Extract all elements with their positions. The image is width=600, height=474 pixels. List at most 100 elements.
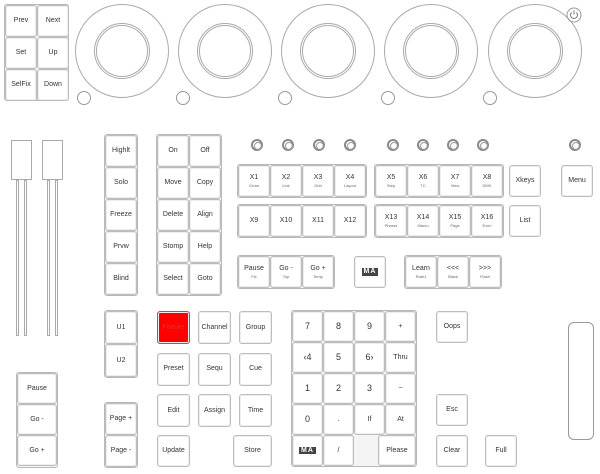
jog-wheel[interactable] [568, 322, 594, 440]
key-u1[interactable]: U1 [105, 311, 137, 344]
key-learn-group[interactable]: <<<Black [437, 256, 469, 288]
keypad-key[interactable]: At [385, 404, 416, 435]
fader-1-track[interactable] [24, 180, 27, 336]
keypad-key[interactable]: 0 [292, 404, 323, 435]
list-button[interactable]: List [509, 205, 541, 237]
set-button[interactable]: Set [5, 37, 37, 69]
executor-knob[interactable] [387, 139, 399, 151]
executor-knob[interactable] [251, 139, 263, 151]
fader-2-track[interactable] [55, 180, 58, 336]
keypad-key[interactable]: 9 [354, 311, 385, 342]
selfix-button[interactable]: SelFix [5, 69, 37, 101]
key-delete[interactable]: Delete [157, 199, 189, 231]
key-prvw[interactable]: Prvw [105, 231, 137, 263]
esc-button[interactable]: Esc [436, 394, 468, 426]
key-u2[interactable]: U2 [105, 344, 137, 377]
menu-button[interactable]: Menu [561, 165, 593, 197]
oops-button[interactable]: Oops [436, 311, 468, 343]
clear-button[interactable]: Clear [436, 435, 468, 467]
keypad-key[interactable]: . [323, 404, 354, 435]
executor-knob[interactable] [417, 139, 429, 151]
encoder-1[interactable] [75, 4, 169, 98]
page-up-button[interactable]: Page + [105, 403, 137, 435]
key-on[interactable]: On [157, 135, 189, 167]
keypad-key[interactable]: − [385, 373, 416, 404]
encoder-knob[interactable] [300, 23, 356, 79]
keypad-key[interactable]: 2 [323, 373, 354, 404]
full-button[interactable]: Full [485, 435, 517, 467]
key-select[interactable]: Select [157, 263, 189, 295]
key-assign[interactable]: Assign [198, 394, 231, 427]
key-highlt[interactable]: Highlt [105, 135, 137, 167]
key-x12[interactable]: X12 [334, 205, 366, 237]
key-freeze[interactable]: Freeze [105, 199, 137, 231]
update-button[interactable]: Update [157, 435, 190, 467]
encoder-knob[interactable] [94, 23, 150, 79]
fader-2-handle[interactable] [42, 140, 63, 180]
down-button[interactable]: Down [37, 69, 69, 101]
key-help[interactable]: Help [189, 231, 221, 263]
key-left-playback[interactable]: Pause [17, 373, 57, 404]
next-button[interactable]: Next [37, 5, 69, 37]
key-left-playback[interactable]: Go - [17, 404, 57, 435]
key-learn-group[interactable]: >>>Flash [469, 256, 501, 288]
key-goto[interactable]: Goto [189, 263, 221, 295]
encoder-5[interactable] [488, 4, 582, 98]
keypad-key[interactable]: + [385, 311, 416, 342]
keypad-ma-button[interactable]: MA [292, 435, 323, 466]
encoder-button-4[interactable] [381, 91, 395, 105]
encoder-4[interactable] [384, 4, 478, 98]
key-cue[interactable]: Cue [239, 352, 272, 386]
key-channel[interactable]: Channel [198, 311, 231, 344]
key-preset[interactable]: Preset [157, 352, 190, 386]
encoder-3[interactable] [281, 4, 375, 98]
key-sequ[interactable]: Sequ [198, 352, 231, 386]
ma-button[interactable]: MA [354, 256, 386, 288]
key-x11[interactable]: X11 [302, 205, 334, 237]
encoder-button-5[interactable] [483, 91, 497, 105]
please-button[interactable]: Please [378, 435, 416, 466]
key-move[interactable]: Move [157, 167, 189, 199]
page-down-button[interactable]: Page - [105, 435, 137, 467]
fader-1-handle[interactable] [11, 140, 32, 180]
prev-button[interactable]: Prev [5, 5, 37, 37]
key-copy[interactable]: Copy [189, 167, 221, 199]
encoder-button-2[interactable] [176, 91, 190, 105]
executor-knob[interactable] [313, 139, 325, 151]
key-edit[interactable]: Edit [157, 394, 190, 427]
keypad-key[interactable]: If [354, 404, 385, 435]
keypad-key[interactable]: 5 [323, 342, 354, 373]
keypad-key[interactable]: Thru [385, 342, 416, 373]
key-fixture[interactable]: Fixture [157, 311, 190, 344]
encoder-button-3[interactable] [278, 91, 292, 105]
up-button[interactable]: Up [37, 37, 69, 69]
encoder-button-1[interactable] [77, 91, 91, 105]
fader-2-track[interactable] [47, 180, 50, 336]
key-playback[interactable]: Go -Top [270, 256, 302, 288]
key-playback[interactable]: Go +Temp [302, 256, 334, 288]
keypad-key[interactable]: 6› [354, 342, 385, 373]
keypad-slash[interactable]: / [323, 435, 354, 466]
fader-1-track[interactable] [16, 180, 19, 336]
key-x10[interactable]: X10 [270, 205, 302, 237]
power-icon[interactable] [566, 7, 582, 23]
keypad-key[interactable]: 1 [292, 373, 323, 404]
encoder-knob[interactable] [403, 23, 459, 79]
executor-knob[interactable] [477, 139, 489, 151]
store-button[interactable]: Store [233, 435, 272, 467]
key-x9[interactable]: X9 [238, 205, 270, 237]
key-group[interactable]: Group [239, 311, 272, 344]
encoder-knob[interactable] [197, 23, 253, 79]
